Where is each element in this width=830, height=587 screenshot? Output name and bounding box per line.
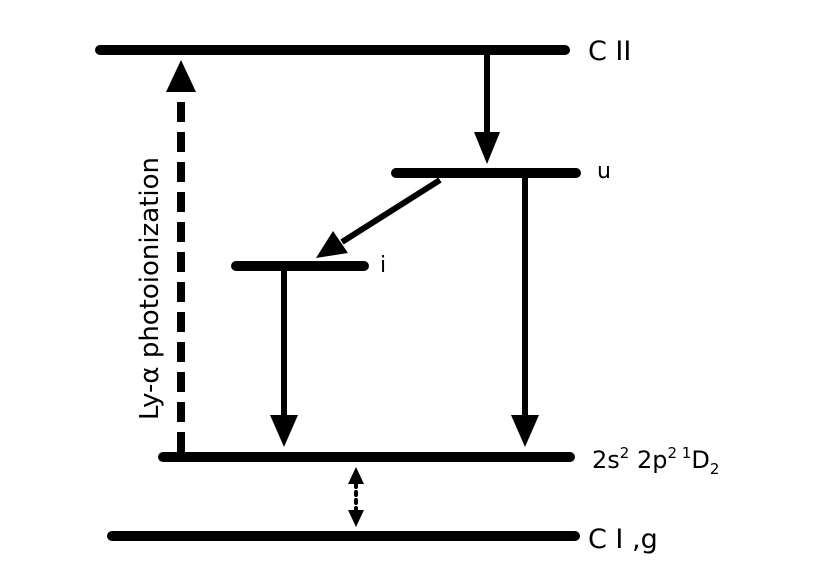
arrow-c2-to-u <box>474 55 500 164</box>
arrow-u-to-i <box>316 177 442 258</box>
arrow-i-to-d2 <box>270 270 298 447</box>
label-i: i <box>380 253 386 278</box>
label-u: u <box>597 159 611 184</box>
label-d2: 2s2 2p2 1D2 <box>592 444 719 478</box>
label-ground: C I ,g <box>588 524 658 555</box>
arrow-ground-d2-dotted <box>348 467 364 527</box>
arrow-u-to-d2 <box>511 177 539 447</box>
arrow-photoionization-dashed <box>166 60 196 452</box>
label-photoionization: Ly-α photoionization <box>135 157 165 420</box>
label-c2: C II <box>588 36 631 67</box>
